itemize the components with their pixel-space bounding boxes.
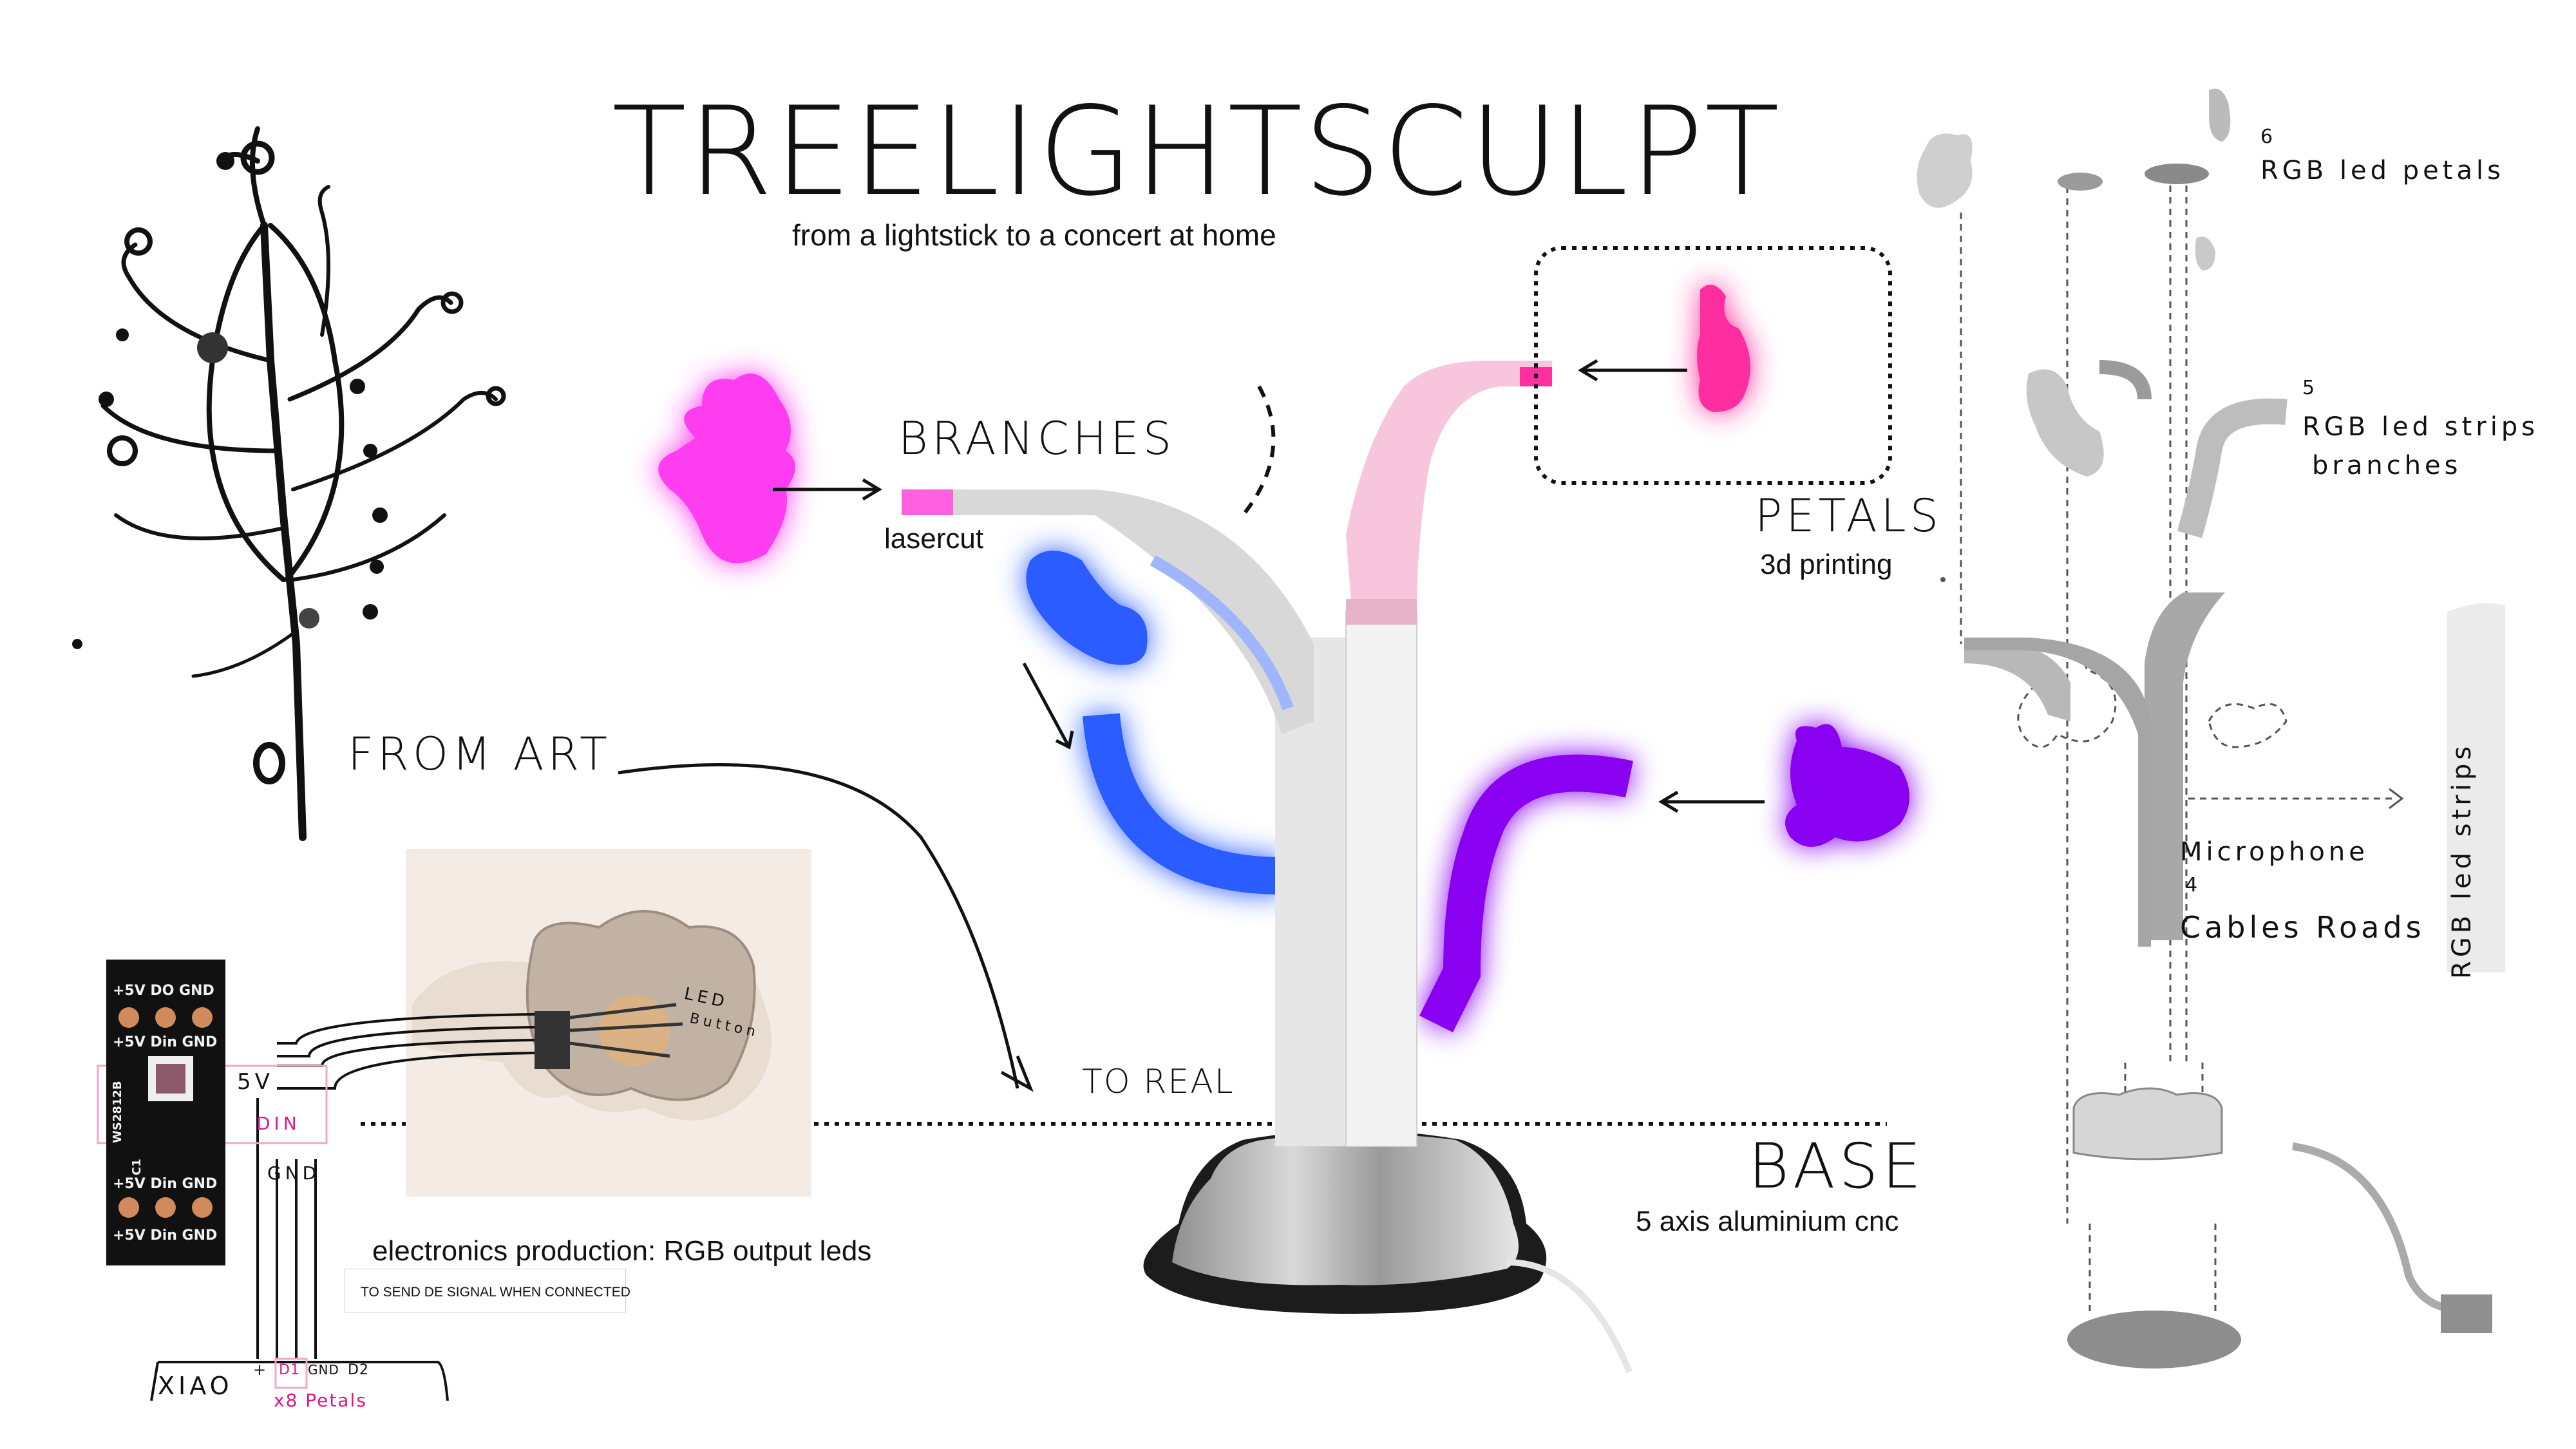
dashed-arc bbox=[1241, 385, 1276, 516]
xiao-petals-note: x8 Petals bbox=[274, 1390, 367, 1411]
sculpture bbox=[902, 361, 1633, 1373]
3d-printing-label: 3d printing bbox=[1760, 549, 1893, 580]
purple-petal-shape bbox=[1785, 724, 1909, 847]
exploded-arm bbox=[2145, 592, 2225, 940]
cables-number: 4 bbox=[2185, 874, 2202, 896]
petals-label: PETALS bbox=[1755, 489, 1943, 542]
sculpture-right-arm bbox=[1346, 361, 1552, 618]
pcb-row-3: +5V Din GND bbox=[113, 1176, 217, 1192]
vertical-strips-label: RGB led strips bbox=[2447, 742, 2477, 979]
base-label: BASE bbox=[1748, 1130, 1926, 1202]
signal-note-box bbox=[345, 1269, 626, 1312]
exploded-vertical-strip bbox=[2447, 603, 2505, 972]
to-real-label: TO REAL bbox=[1082, 1063, 1235, 1101]
petals-part-label: RGB led petals bbox=[2260, 156, 2505, 185]
xiao-pin-d2: D2 bbox=[348, 1362, 369, 1378]
pcb-cap-label: C1 bbox=[130, 1159, 144, 1175]
pcb-row-1: +5V DO GND bbox=[113, 983, 214, 999]
led-photo bbox=[406, 849, 811, 1197]
art-to-real-arrowhead bbox=[1000, 1056, 1034, 1092]
purple-branch-strip bbox=[1419, 754, 1633, 1032]
pcb-row-4: +5V Din GND bbox=[113, 1227, 217, 1244]
magenta-petal-shape bbox=[658, 374, 795, 564]
signal-note: TO SEND DE SIGNAL WHEN CONNECTED bbox=[361, 1285, 630, 1300]
xiao-d1-highlight bbox=[274, 1358, 308, 1389]
xiao-label: XIAO bbox=[158, 1372, 233, 1400]
blue-branch-strip bbox=[1083, 713, 1282, 895]
petals-number: 6 bbox=[2260, 126, 2277, 148]
xiao-pin-plus: + bbox=[253, 1361, 270, 1379]
pcb-row-2: +5V Din GND bbox=[113, 1034, 217, 1050]
exploded-branch-strip bbox=[2177, 398, 2287, 538]
lasercut-label: lasercut bbox=[884, 523, 984, 554]
page-title: TREELIGHTSCULPT bbox=[612, 80, 1781, 223]
strips-part-label: RGB led strips bbox=[2302, 412, 2539, 442]
branches-number: 5 bbox=[2302, 377, 2319, 399]
cables-roads-label: Cables Roads bbox=[2180, 910, 2425, 945]
tree-art-sketch bbox=[100, 126, 506, 841]
cnc-label: 5 axis aluminium cnc bbox=[1636, 1206, 1899, 1237]
electronics-label: electronics production: RGB output leds bbox=[372, 1235, 872, 1267]
from-art-label: FROM ART bbox=[348, 728, 611, 781]
pointer-arrows bbox=[773, 359, 1765, 813]
wire-5v-label: 5V bbox=[237, 1069, 274, 1095]
wire-din-label: DIN bbox=[256, 1113, 301, 1134]
tree-art-dots bbox=[72, 152, 388, 649]
branches-part-label: branches bbox=[2312, 451, 2462, 480]
petals-dotted-frame bbox=[1534, 246, 1892, 485]
branches-label: BRANCHES bbox=[898, 412, 1176, 465]
pcb-chip-label: WS2812B bbox=[111, 1081, 124, 1143]
pink-petal-shape bbox=[1697, 285, 1750, 412]
exploded-petal-1 bbox=[1917, 133, 1973, 208]
exploded-petal-2 bbox=[2209, 88, 2231, 142]
xiao-pin-gnd: GND bbox=[308, 1362, 339, 1378]
led-strip-pcb: +5V DO GND +5V Din GND +5V Din GND +5V D… bbox=[106, 960, 225, 1265]
blue-petal-shape bbox=[1026, 551, 1148, 665]
xiao-bracket bbox=[150, 1361, 159, 1401]
art-to-real-arrow bbox=[618, 763, 1019, 1089]
signal-wires bbox=[158, 1013, 535, 1401]
sculpture-left-branch bbox=[902, 489, 1314, 734]
wire-gnd-label: GND bbox=[267, 1162, 321, 1184]
exploded-base-bottom bbox=[2067, 1311, 2241, 1368]
exploded-base-top bbox=[2072, 1087, 2223, 1160]
xiao-pin-d1: D1 bbox=[279, 1362, 300, 1378]
exploded-view bbox=[1917, 88, 2505, 1368]
page-subtitle: from a lightstick to a concert at home bbox=[792, 218, 1276, 252]
microphone-label: Microphone bbox=[2180, 837, 2369, 867]
